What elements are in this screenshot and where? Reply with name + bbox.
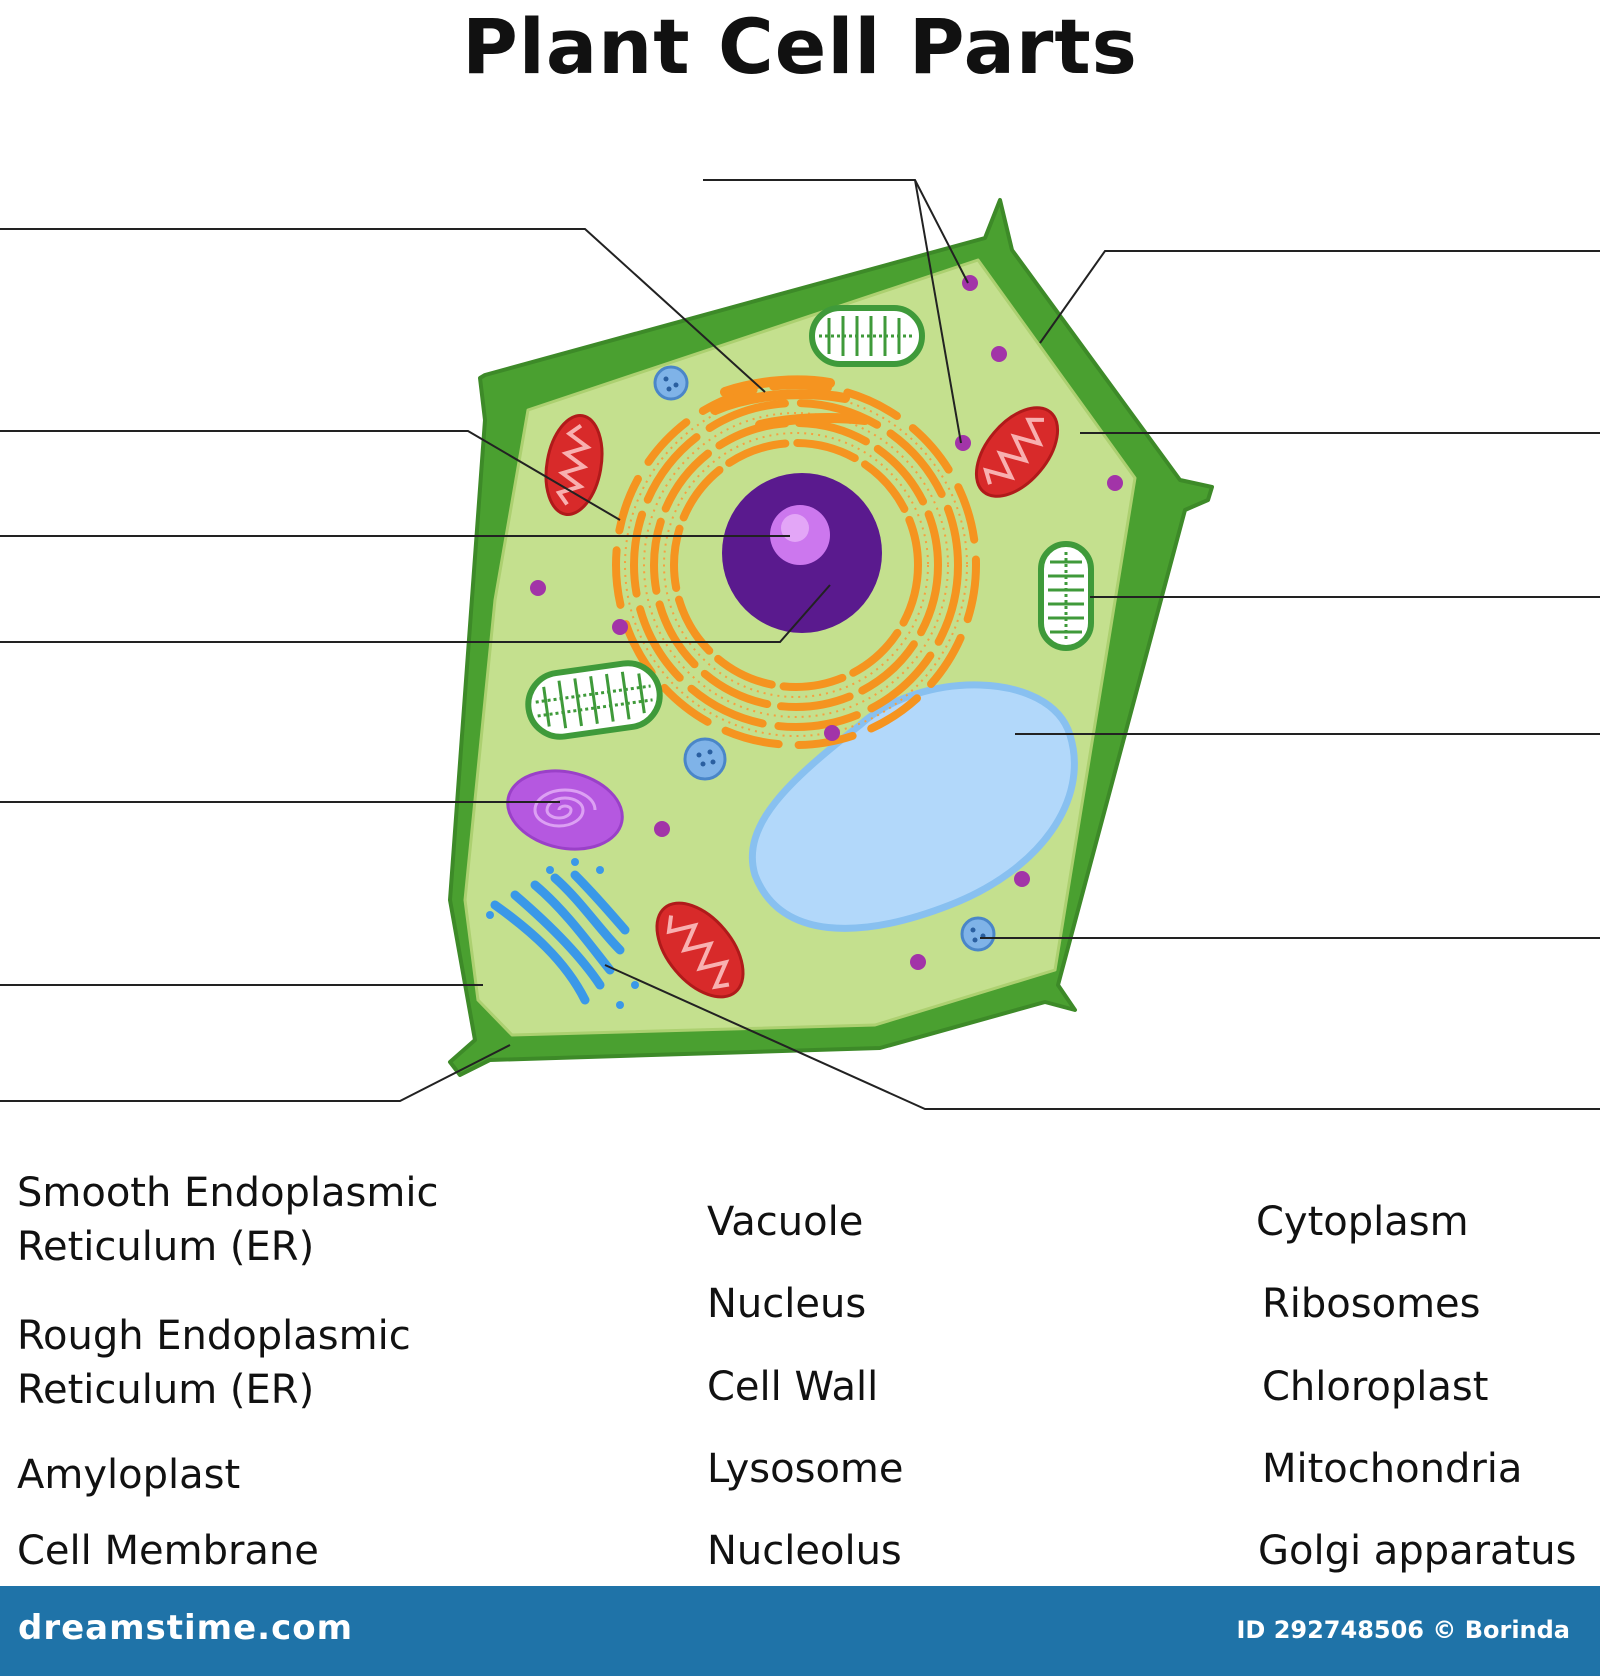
mitochondrion [544,414,604,516]
term-smooth-er: Smooth Endoplasmic Reticulum (ER) [17,1170,439,1270]
term-golgi-apparatus: Golgi apparatus [1258,1528,1577,1574]
smooth-er [710,375,870,430]
mitochondrion [974,406,1060,498]
term-nucleus: Nucleus [707,1281,867,1327]
term-rough-er: Rough Endoplasmic Reticulum (ER) [17,1313,411,1413]
mitochondrion [655,901,745,999]
golgi-apparatus [490,870,630,1005]
image-credit: ID 292748506 © Borinda [1236,1616,1570,1644]
amyloplast [506,769,624,851]
page-title: Plant Cell Parts [462,2,1138,91]
label-lines [0,179,1600,1110]
term-cell-wall: Cell Wall [707,1364,879,1410]
term-mitochondria: Mitochondria [1262,1446,1523,1492]
term-amyloplast: Amyloplast [17,1452,241,1498]
chloroplast [1038,541,1094,651]
ribosomes [530,275,1123,970]
lysosome [960,916,996,952]
lysosome [683,737,727,781]
plant-cell-diagram [0,179,1600,1110]
footer-bar: dreamstime.com ID 292748506 © Borinda [0,1586,1600,1676]
term-nucleolus: Nucleolus [707,1528,902,1574]
term-vacuole: Vacuole [707,1199,864,1245]
term-cell-membrane: Cell Membrane [17,1528,319,1574]
chloroplast [809,305,925,367]
term-lysosome: Lysosome [707,1446,904,1492]
golgi-vesicles [486,858,639,1009]
brand-link[interactable]: dreamstime.com [18,1608,354,1648]
term-ribosomes: Ribosomes [1262,1281,1481,1327]
nucleolus-core [781,514,809,542]
chloroplast [525,660,663,740]
vacuole [748,681,1078,932]
term-cytoplasm: Cytoplasm [1256,1199,1469,1245]
term-chloroplast: Chloroplast [1262,1364,1489,1410]
lysosome [653,365,689,401]
